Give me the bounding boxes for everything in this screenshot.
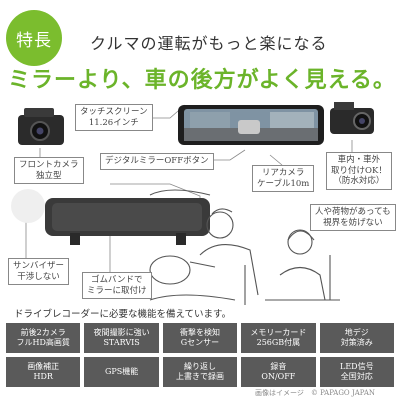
passenger-illustration: [265, 229, 340, 301]
feature-tile-dual-camera: 前後2カメラ フルHD高画質: [6, 323, 81, 353]
callout-visibility: 人や荷物があっても 視界を妨げない: [310, 204, 396, 232]
feature-tile-loop-recording: 繰り返し 上書きで録画: [162, 357, 238, 387]
feature-tile-led-signal: LED信号 全国対応: [319, 357, 394, 387]
driver-illustration: [149, 189, 259, 305]
callout-sun-visor: サンバイザー 干渉しない: [8, 258, 70, 286]
feature-badge: 特長: [6, 10, 62, 66]
feature-grid: 前後2カメラ フルHD高画質 夜間撮影に強い STARVIS 衝撃を検知 Gセン…: [6, 323, 394, 387]
feature-tile-starvis: 夜間撮影に強い STARVIS: [84, 323, 159, 353]
rear-camera-image: [330, 102, 374, 134]
feature-tile-audio: 録音 ON/OFF: [241, 357, 316, 387]
feature-note: ドライブレコーダーに必要な機能を備えています。: [14, 309, 232, 320]
tagline: ミラーより、車の後方がよく見える。: [8, 68, 396, 93]
feature-tile-gps: GPS機能: [84, 357, 159, 387]
callout-front-camera: フロントカメラ 独立型: [14, 157, 84, 185]
headline: クルマの運転がもっと楽になる: [90, 34, 328, 53]
feature-tile-digital-tv: 地デジ 対策済み: [319, 323, 394, 353]
callout-rear-camera-cable: リアカメラ ケーブル10m: [252, 165, 315, 193]
callout-touchscreen: タッチスクリーン 11.26インチ: [75, 104, 153, 132]
feature-tile-g-sensor: 衝撃を検知 Gセンサー: [162, 323, 238, 353]
feature-tile-memory-card: メモリーカード 256GB付属: [241, 323, 316, 353]
callout-digital-mirror-off: デジタルミラーOFFボタン: [100, 153, 214, 170]
callout-rubber-band: ゴムバンドで ミラーに取付け: [82, 272, 152, 300]
front-camera-image: [18, 108, 64, 145]
mirror-back-image: [45, 198, 210, 245]
sun-visor-image: [11, 189, 45, 223]
callout-rear-camera-mount: 車内・車外 取り付けOK！ （防水対応）: [326, 152, 392, 190]
mirror-monitor-image: [178, 105, 324, 145]
footer-note: 画像はイメージ © PAPAGO JAPAN: [255, 389, 375, 397]
feature-tile-hdr: 画像補正 HDR: [6, 357, 81, 387]
